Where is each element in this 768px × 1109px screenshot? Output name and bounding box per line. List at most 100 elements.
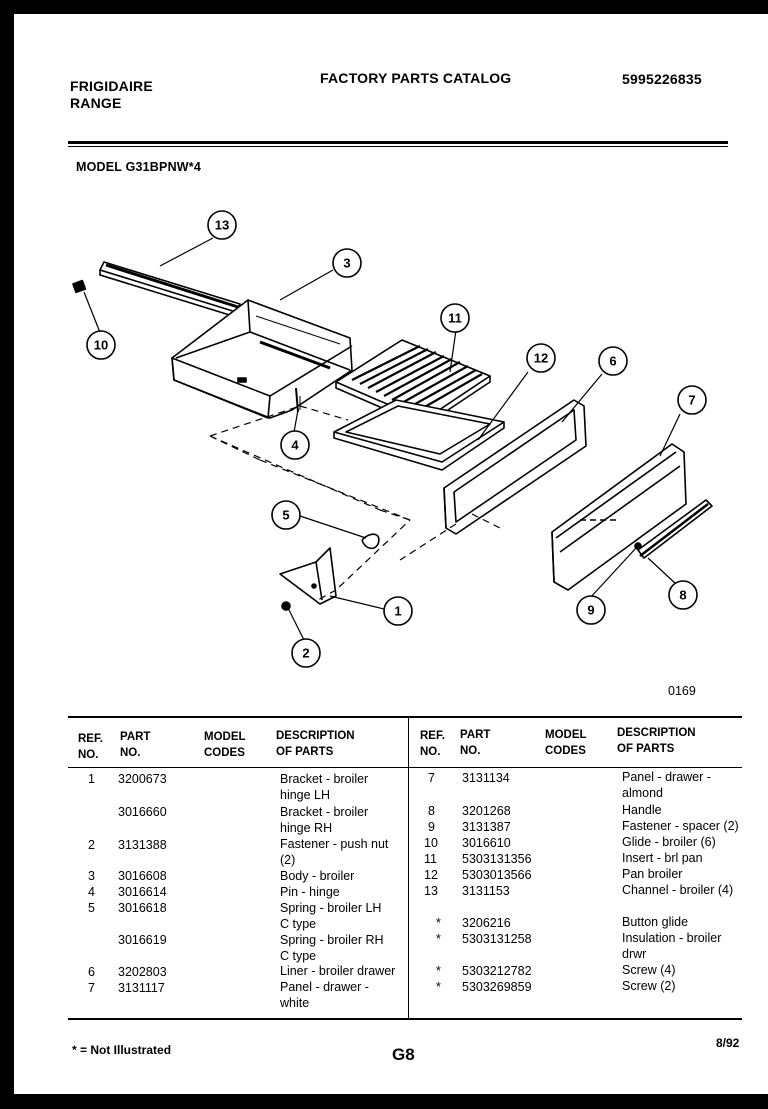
part-number: 5303013566 [462, 868, 532, 882]
callout-label: 7 [688, 393, 695, 408]
part-description: Insert - brl pan [622, 851, 703, 865]
part-number: 3016618 [118, 901, 167, 915]
part-description: Glide - broiler (6) [622, 835, 716, 849]
broiler-liner-part [443, 399, 587, 535]
spacer-part [634, 542, 642, 550]
part-number: 3016660 [118, 805, 167, 819]
header-rule-thin [68, 146, 728, 147]
part-number: 3206216 [462, 916, 511, 930]
part-number: 5303269859 [462, 980, 532, 994]
ref-number: * [436, 980, 441, 994]
hinge-pin-part [295, 387, 299, 413]
part-number: 3016610 [462, 836, 511, 850]
part-description: Screw (2) [622, 979, 676, 993]
broiler-insert-part [335, 339, 491, 427]
callout-label: 6 [609, 354, 616, 369]
ref-number: 6 [88, 965, 95, 979]
part-description: Spring - broiler LH C type [280, 901, 382, 931]
part-description: Insulation - broiler drwr [622, 931, 722, 961]
callout-3 [332, 248, 362, 278]
callout-label: 1 [394, 604, 401, 619]
table-bottom-rule [68, 1018, 742, 1020]
callout-label: 3 [343, 256, 350, 271]
table-top-rule [68, 716, 742, 718]
callout-1 [383, 596, 413, 626]
table-header-rule [68, 767, 742, 768]
part-number: 3131117 [118, 981, 165, 995]
broiler-body-part [171, 299, 353, 419]
part-description: Handle [622, 803, 662, 817]
col-header-ref: REF. NO. [420, 730, 445, 758]
col-header-model: MODEL CODES [204, 731, 246, 759]
callout-7 [677, 385, 707, 415]
part-description: Panel - drawer - almond [622, 770, 711, 800]
callout-11 [440, 303, 470, 333]
catalog-number: 5995226835 [622, 71, 702, 87]
part-description: Fastener - spacer (2) [622, 819, 739, 833]
part-description: Screw (4) [622, 963, 676, 977]
callout-8 [668, 580, 698, 610]
drawer-panel-part [551, 443, 687, 591]
footnote: * = Not Illustrated [72, 1043, 172, 1057]
ref-number: 7 [428, 771, 435, 785]
part-number: 3202803 [118, 965, 167, 979]
part-number: 3200673 [118, 772, 167, 786]
callout-label: 4 [291, 438, 299, 453]
callout-6 [598, 346, 628, 376]
part-number: 3016614 [118, 885, 167, 899]
part-description: Bracket - broiler hinge LH [280, 772, 369, 802]
callout-2 [291, 638, 321, 668]
header-rule [68, 141, 728, 144]
scan-mark [0, 678, 12, 692]
part-description: Bracket - broiler hinge RH [280, 805, 369, 835]
part-description: Pan broiler [622, 867, 683, 881]
ref-number: 1 [88, 772, 95, 786]
part-description: Body - broiler [280, 869, 355, 883]
part-number: 5303131356 [462, 852, 532, 866]
col-header-model: MODEL CODES [545, 729, 587, 757]
callout-10 [86, 330, 116, 360]
product-type: RANGE [70, 95, 122, 111]
part-number: 5303131258 [462, 932, 532, 946]
ref-number: 12 [424, 868, 438, 882]
callout-label: 12 [534, 351, 548, 366]
part-number: 3131388 [118, 838, 167, 852]
part-number: 3131387 [462, 820, 511, 834]
table-divider [408, 716, 409, 1018]
ref-number: 13 [424, 884, 438, 898]
callout-label: 13 [215, 218, 229, 233]
scan-mark [0, 668, 9, 671]
ref-number: 7 [88, 981, 95, 995]
part-description: Channel - broiler (4) [622, 883, 734, 897]
glide-part [72, 279, 87, 294]
part-number: 3131153 [462, 884, 510, 898]
drawing-number: 0169 [668, 684, 696, 698]
part-number: 3131134 [462, 771, 510, 785]
model-label: MODEL G31BPNW*4 [76, 160, 202, 174]
assembly-guide-lines [209, 405, 501, 601]
callout-label: 5 [282, 508, 289, 523]
ref-number: 4 [88, 885, 95, 899]
callout-12 [526, 343, 556, 373]
channel-part [99, 261, 241, 318]
col-header-description: DESCRIPTION OF PARTS [617, 727, 696, 755]
callout-label: 11 [448, 311, 462, 326]
broiler-pan-part [333, 399, 505, 471]
page-number: G8 [392, 1045, 415, 1064]
ref-number: 2 [88, 838, 95, 852]
part-description: Liner - broiler drawer [280, 964, 396, 978]
revision-date: 8/92 [716, 1036, 740, 1050]
part-description: Fastener - push nut (2) [280, 837, 389, 867]
part-number: 3016619 [118, 933, 167, 947]
callout-9 [576, 595, 606, 625]
ref-number: * [436, 932, 441, 946]
col-header-part: PART NO. [460, 729, 491, 757]
callout-13 [207, 210, 237, 240]
ref-number: 5 [88, 901, 95, 915]
brand-name: FRIGIDAIRE [70, 78, 153, 94]
callout-5 [271, 500, 301, 530]
col-header-ref: REF. NO. [78, 733, 103, 761]
ref-number: * [436, 916, 441, 930]
part-description: Button glide [622, 915, 689, 929]
